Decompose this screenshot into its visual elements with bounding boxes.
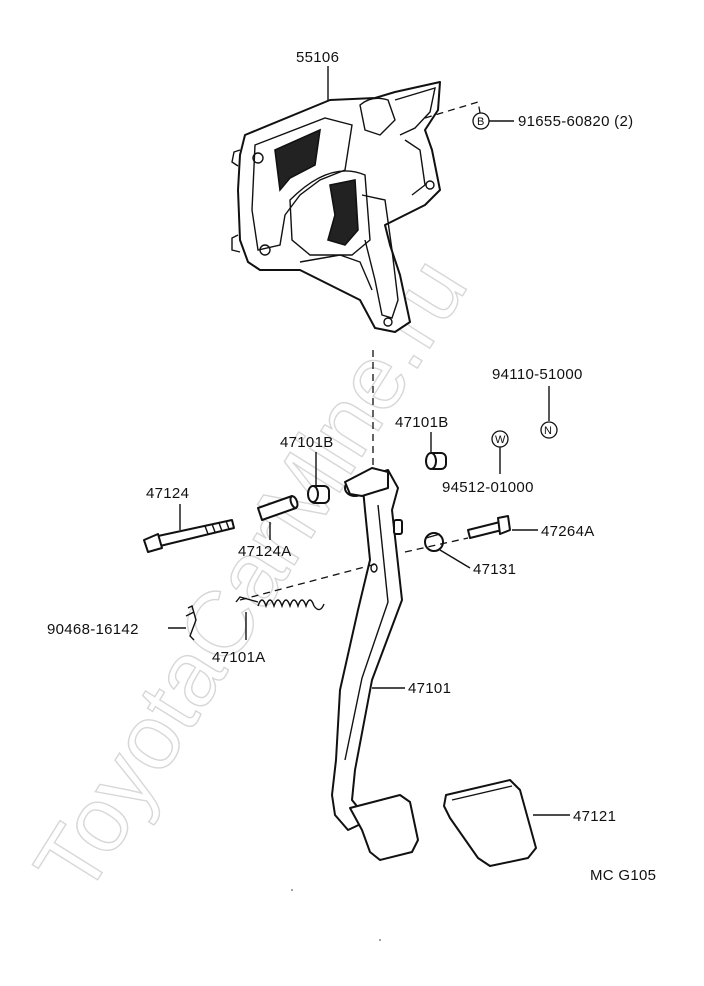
symbol-n: N bbox=[544, 425, 552, 437]
label-90468-16142: 90468-16142 bbox=[47, 621, 139, 638]
bushing-47101b-left[interactable] bbox=[307, 485, 330, 504]
label-47124a: 47124A bbox=[238, 543, 292, 560]
label-94512-01000: 94512-01000 bbox=[442, 479, 534, 496]
label-91655-60820: 91655-60820 (2) bbox=[518, 113, 633, 130]
label-47131: 47131 bbox=[473, 561, 516, 578]
label-47101a: 47101A bbox=[212, 649, 266, 666]
watermark: ToyotaCarMine.ru bbox=[15, 241, 486, 911]
label-47264a: 47264A bbox=[541, 523, 595, 540]
cushion-47131[interactable] bbox=[424, 532, 444, 552]
bolt-47264a[interactable] bbox=[467, 515, 511, 539]
symbol-n-circle bbox=[540, 421, 558, 439]
label-55106: 55106 bbox=[296, 49, 339, 66]
clip-90468[interactable] bbox=[185, 604, 197, 641]
label-94110-51000: 94110-51000 bbox=[492, 366, 583, 383]
bolt-47124[interactable] bbox=[143, 519, 235, 553]
pedal-pad-47121[interactable] bbox=[443, 779, 537, 867]
return-spring-47101a[interactable] bbox=[235, 596, 325, 611]
label-47101b-left: 47101B bbox=[280, 434, 334, 451]
pedal-pad-on-arm[interactable] bbox=[349, 794, 419, 861]
symbol-w: W bbox=[495, 434, 506, 446]
bushing-47101b-right[interactable] bbox=[425, 452, 447, 470]
label-47101b-right: 47101B bbox=[395, 414, 449, 431]
label-47101: 47101 bbox=[408, 680, 451, 697]
pedal-bracket-55106[interactable] bbox=[231, 81, 441, 333]
diagram-code: MC G105 bbox=[590, 867, 656, 884]
label-47124: 47124 bbox=[146, 485, 189, 502]
pin-47124a[interactable] bbox=[257, 495, 299, 521]
symbol-b: B bbox=[477, 116, 484, 128]
label-47121: 47121 bbox=[573, 808, 616, 825]
